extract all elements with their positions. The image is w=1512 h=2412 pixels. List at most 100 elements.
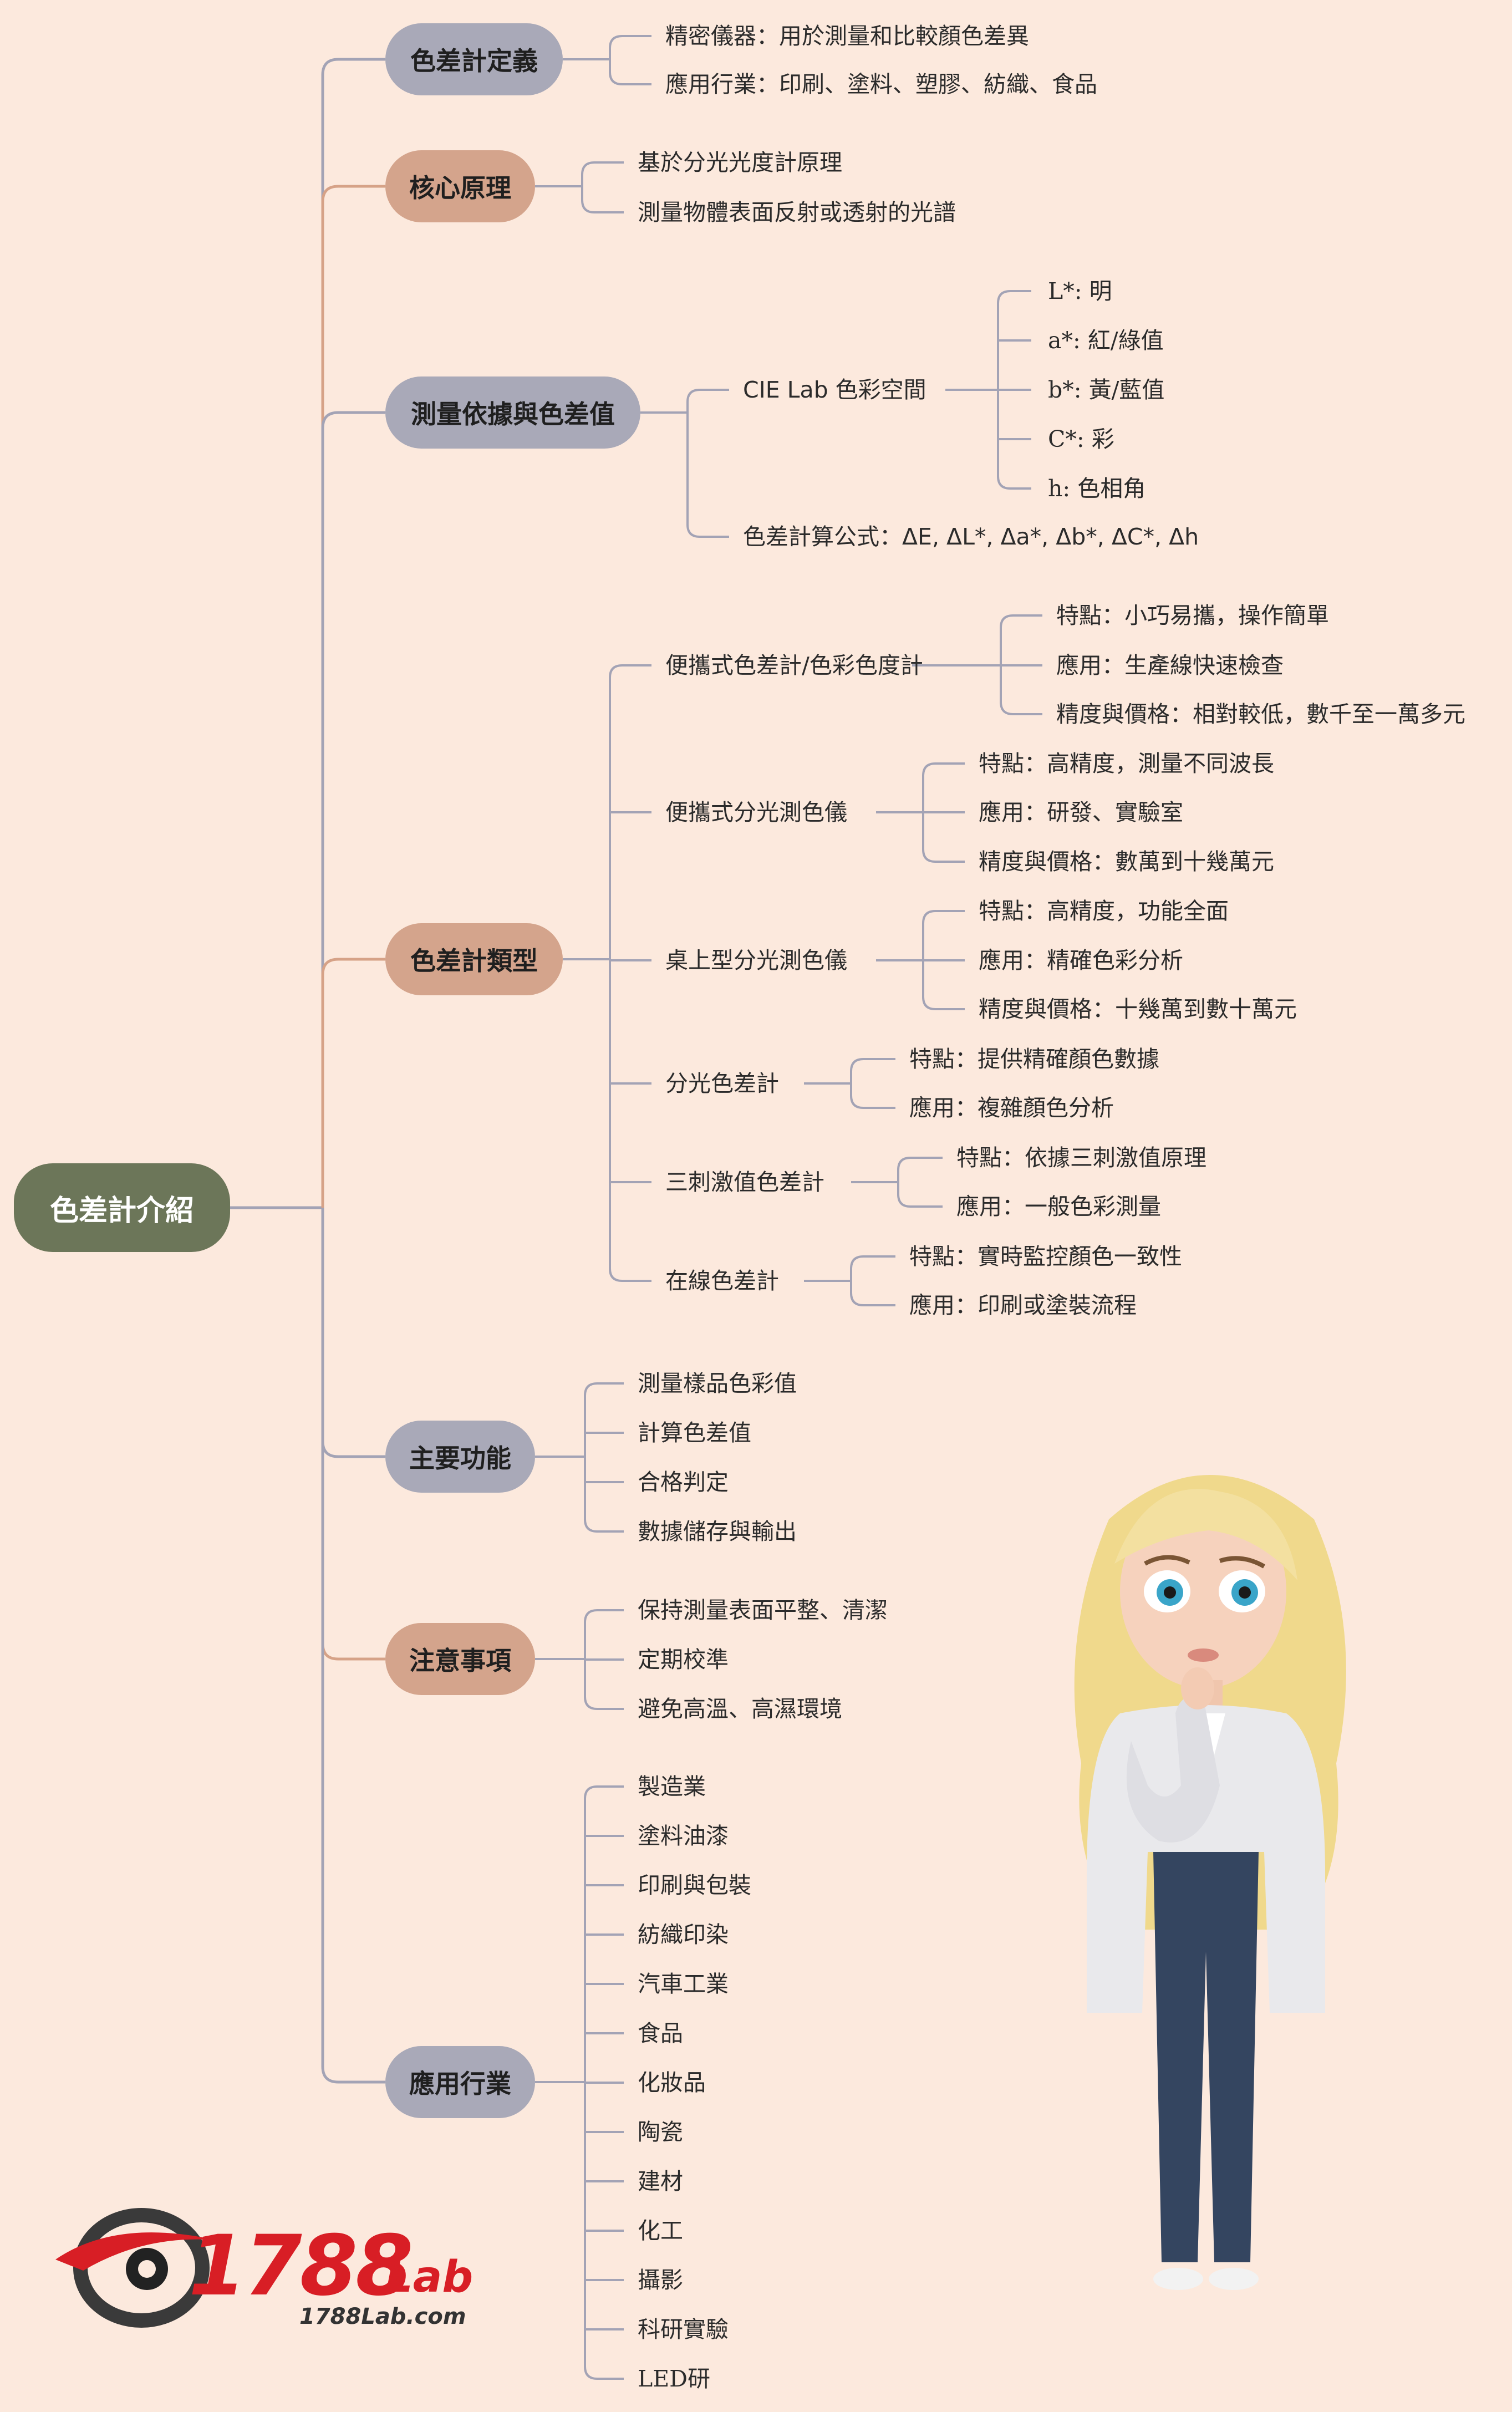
shoe-right	[1209, 2268, 1259, 2290]
connector-line	[321, 411, 385, 1208]
branch-principle[interactable]: 核心原理	[385, 150, 535, 222]
leaf-industry-automotive: 汽車工業	[638, 1971, 729, 1997]
leaf-benchtop-feature: 特點：高精度，功能全面	[979, 898, 1229, 924]
leaf-industry-textile: 紡織印染	[638, 1921, 729, 1948]
leaf-industry-led: LED研	[638, 2365, 711, 2392]
node-tristimulus: 三刺激值色差計	[665, 1169, 824, 1195]
brand-logo: 1788 Lab 1788Lab.com	[50, 2207, 474, 2334]
connector-line	[997, 290, 1031, 304]
connector-line	[321, 185, 385, 1208]
leaf-spectral-use: 應用：複雜顏色分析	[909, 1095, 1114, 1121]
connector-line	[584, 1519, 624, 1533]
hand	[1181, 1667, 1214, 1709]
connector-line	[581, 161, 624, 175]
connector-line	[321, 1208, 385, 2084]
leaf-definition-industries: 應用行業：印刷、塗料、塑膠、紡織、食品	[665, 71, 1097, 98]
connector-line	[321, 1208, 385, 1458]
connector-line	[584, 1785, 624, 1799]
leaf-industry-ceramics: 陶瓷	[638, 2119, 683, 2145]
leaf-industry-paint: 塗料油漆	[638, 1823, 729, 1849]
leaf-benchtop-price: 精度與價格：十幾萬到數十萬元	[979, 996, 1297, 1022]
connector-line	[922, 996, 965, 1010]
leaf-definition-instrument: 精密儀器：用於測量和比較顏色差異	[665, 23, 1029, 49]
connector-line	[321, 58, 385, 1208]
leaf-portable-colorimeter-use: 應用：生產線快速檢查	[1056, 652, 1284, 679]
branch-functions[interactable]: 主要功能	[385, 1421, 535, 1493]
connector-line	[584, 2366, 624, 2380]
branch-types[interactable]: 色差計類型	[385, 923, 563, 995]
leaf-precaution-calibrate: 定期校準	[638, 1646, 729, 1673]
connector-line	[581, 200, 624, 213]
leaf-principle-spectrum: 測量物體表面反射或透射的光譜	[638, 199, 956, 226]
connector-line	[850, 1255, 895, 1269]
node-cie-lab: CIE Lab 色彩空間	[743, 376, 926, 403]
hair-fringe	[1114, 1489, 1297, 1580]
leaf-portable-spectro-use: 應用：研發、實驗室	[979, 799, 1183, 826]
leaf-function-pass: 合格判定	[638, 1469, 729, 1495]
leaf-lab-a: a*: 紅/綠值	[1048, 327, 1164, 354]
connector-line	[609, 1268, 651, 1282]
node-inline-colorimeter: 在線色差計	[665, 1268, 779, 1294]
pants	[1153, 1852, 1259, 2262]
leaf-portable-colorimeter-price: 精度與價格：相對較低，數千至一萬多元	[1056, 701, 1465, 727]
leaf-industry-food: 食品	[638, 2020, 683, 2047]
leaf-industry-manufacturing: 製造業	[638, 1773, 706, 1800]
logo-url: 1788Lab.com	[299, 2304, 466, 2329]
branch-industries[interactable]: 應用行業	[385, 2046, 535, 2118]
connector-line	[922, 849, 965, 863]
connector-line	[850, 1095, 895, 1109]
leaf-delta-formula: 色差計算公式：ΔE, ΔL*, Δa*, Δb*, ΔC*, Δh	[743, 523, 1199, 550]
leaf-portable-spectro-price: 精度與價格：數萬到十幾萬元	[979, 848, 1274, 875]
connector-line	[584, 1609, 624, 1623]
connector-line	[584, 1382, 624, 1396]
leaf-precaution-surface: 保持測量表面平整、清潔	[638, 1597, 888, 1624]
connector-line	[850, 1292, 895, 1306]
connector-line	[1000, 614, 1042, 628]
connector-line	[997, 476, 1031, 490]
leaf-inline-feature: 特點：實時監控顏色一致性	[909, 1243, 1182, 1270]
leaf-function-storage: 數據儲存與輸出	[638, 1518, 797, 1545]
leaf-function-measure: 測量樣品色彩值	[638, 1370, 797, 1397]
leaf-portable-colorimeter-feature: 特點：小巧易攜，操作簡單	[1056, 602, 1329, 629]
connector-line	[609, 35, 651, 49]
connector-line	[897, 1157, 943, 1171]
connector-line	[686, 389, 729, 403]
shoe-left	[1153, 2268, 1203, 2290]
leaf-benchtop-use: 應用：精確色彩分析	[979, 947, 1183, 974]
leaf-industry-cosmetics: 化妝品	[638, 2069, 706, 2096]
leaf-precaution-environment: 避免高溫、高濕環境	[638, 1696, 842, 1722]
leaf-lab-l: L*: 明	[1048, 278, 1112, 304]
leaf-lab-c: C*: 彩	[1048, 426, 1114, 452]
node-spectral-colorimeter: 分光色差計	[665, 1070, 779, 1097]
leaf-industry-printing: 印刷與包裝	[638, 1872, 751, 1899]
connector-line	[584, 1696, 624, 1710]
leaf-spectral-feature: 特點：提供精確顏色數據	[909, 1046, 1159, 1072]
root-node[interactable]: 色差計介紹	[14, 1163, 230, 1252]
leaf-industry-photography: 攝影	[638, 2267, 683, 2293]
leaf-principle-spectrophotometer: 基於分光光度計原理	[638, 149, 842, 176]
leaf-industry-research: 科研實驗	[638, 2316, 729, 2343]
scientist-character-illustration	[1074, 1475, 1346, 2290]
leaf-function-calc: 計算色差值	[638, 1419, 751, 1446]
branch-precautions[interactable]: 注意事項	[385, 1623, 535, 1695]
connector-line	[321, 958, 385, 1208]
connector-line	[609, 664, 651, 678]
leaf-portable-spectro-feature: 特點：高精度，測量不同波長	[979, 750, 1274, 777]
leaf-inline-use: 應用：印刷或塗裝流程	[909, 1292, 1137, 1319]
leaf-lab-b: b*: 黃/藍值	[1048, 376, 1165, 403]
branch-definition[interactable]: 色差計定義	[385, 23, 563, 95]
connector-line	[686, 524, 729, 538]
connector-line	[897, 1194, 943, 1208]
logo-swoosh-icon	[55, 2208, 216, 2328]
branch-measurement-basis[interactable]: 測量依據與色差值	[385, 376, 640, 449]
mouth	[1188, 1648, 1219, 1662]
node-benchtop-spectro: 桌上型分光測色儀	[665, 947, 847, 974]
connector-line	[1000, 701, 1042, 715]
connector-line	[922, 762, 965, 776]
connector-line	[850, 1058, 895, 1072]
face	[1120, 1494, 1286, 1688]
leaf-industry-building: 建材	[638, 2168, 683, 2195]
logo-wordmark-suffix: Lab	[385, 2252, 474, 2302]
